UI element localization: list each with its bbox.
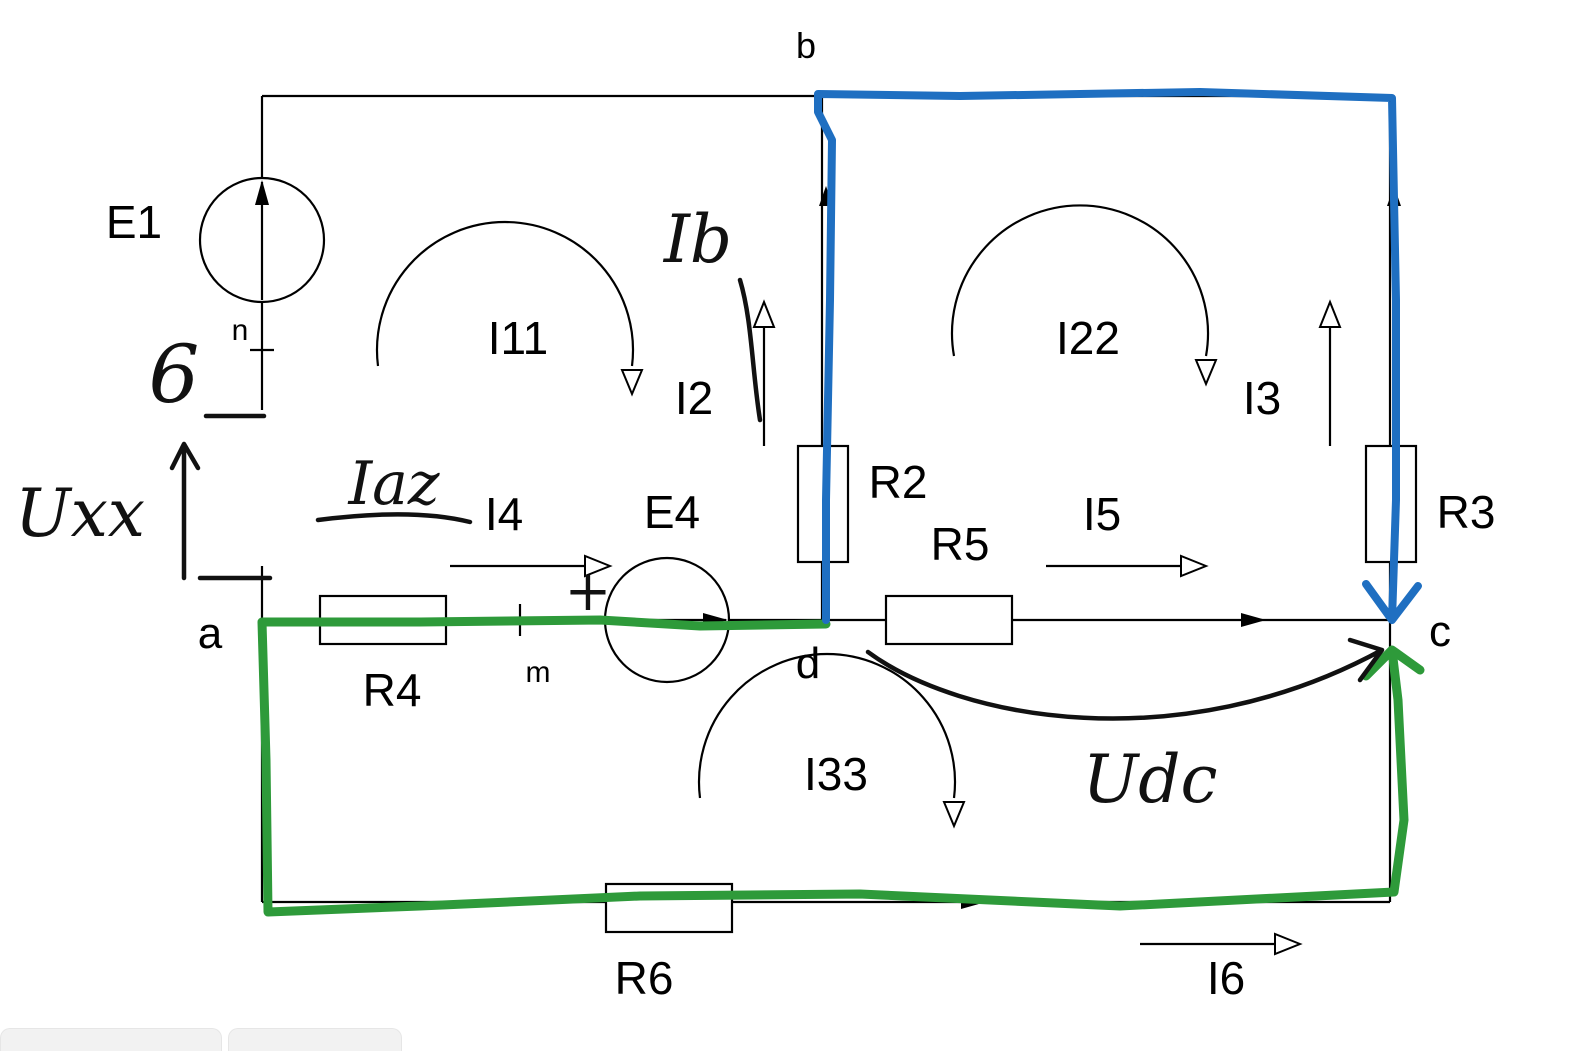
- bottom-tab-left: [0, 1028, 222, 1051]
- handwritten-ib: Ib: [663, 201, 732, 278]
- current-arrow-i2: [752, 299, 776, 446]
- ib-arrow: [737, 277, 763, 423]
- resistor-r5: [884, 594, 1014, 646]
- handwritten-plus: +: [565, 559, 612, 624]
- node-label-d: d: [796, 639, 820, 688]
- source-label-e4: E4: [644, 486, 700, 538]
- source-e1: [198, 176, 326, 304]
- loop-arc-i11: [375, 221, 644, 397]
- node-label-a: a: [198, 609, 223, 658]
- uxx-arrow: [169, 441, 201, 581]
- resistor-label-r5: R5: [931, 518, 990, 570]
- node-label-c: c: [1429, 607, 1451, 656]
- green-loop-path: [257, 615, 1425, 917]
- iaz-underline: [315, 511, 473, 525]
- blue-loop-path: [814, 88, 1422, 624]
- resistor-label-r6: R6: [615, 952, 674, 1004]
- current-label-i4: I4: [485, 488, 523, 540]
- current-label-i5: I5: [1083, 488, 1121, 540]
- node-label-n: n: [232, 314, 249, 347]
- node-label-b: b: [796, 25, 816, 66]
- loop-label-i33: I33: [804, 748, 868, 800]
- node-label-m: m: [526, 656, 551, 689]
- handwritten-udc: Udc: [1083, 741, 1218, 818]
- current-label-i2: I2: [675, 372, 713, 424]
- resistor-label-r3: R3: [1437, 486, 1496, 538]
- current-arrow-i6: [1140, 932, 1303, 956]
- bottom-tab-right: [228, 1028, 402, 1051]
- handwritten-iaz: Iaz: [347, 449, 439, 519]
- handwritten-uxx: Uxx: [15, 475, 145, 552]
- current-arrow-i5: [1046, 554, 1209, 578]
- source-label-e1: E1: [106, 196, 162, 248]
- udc-arrow: [865, 637, 1385, 721]
- loop-label-i22: I22: [1056, 312, 1120, 364]
- loop-arc-i33: [697, 653, 966, 829]
- current-arrow-i4: [450, 554, 613, 578]
- wire-arrow-r5: [1241, 613, 1266, 627]
- resistor-label-r4: R4: [363, 664, 422, 716]
- current-label-i3: I3: [1243, 372, 1281, 424]
- loop-label-i11: I11: [488, 312, 549, 364]
- handwritten-six: 6: [149, 328, 200, 421]
- current-arrow-i3: [1318, 299, 1342, 446]
- current-label-i6: I6: [1207, 952, 1245, 1004]
- loop-arc-i22: [950, 204, 1218, 387]
- resistor-label-r2: R2: [869, 456, 928, 508]
